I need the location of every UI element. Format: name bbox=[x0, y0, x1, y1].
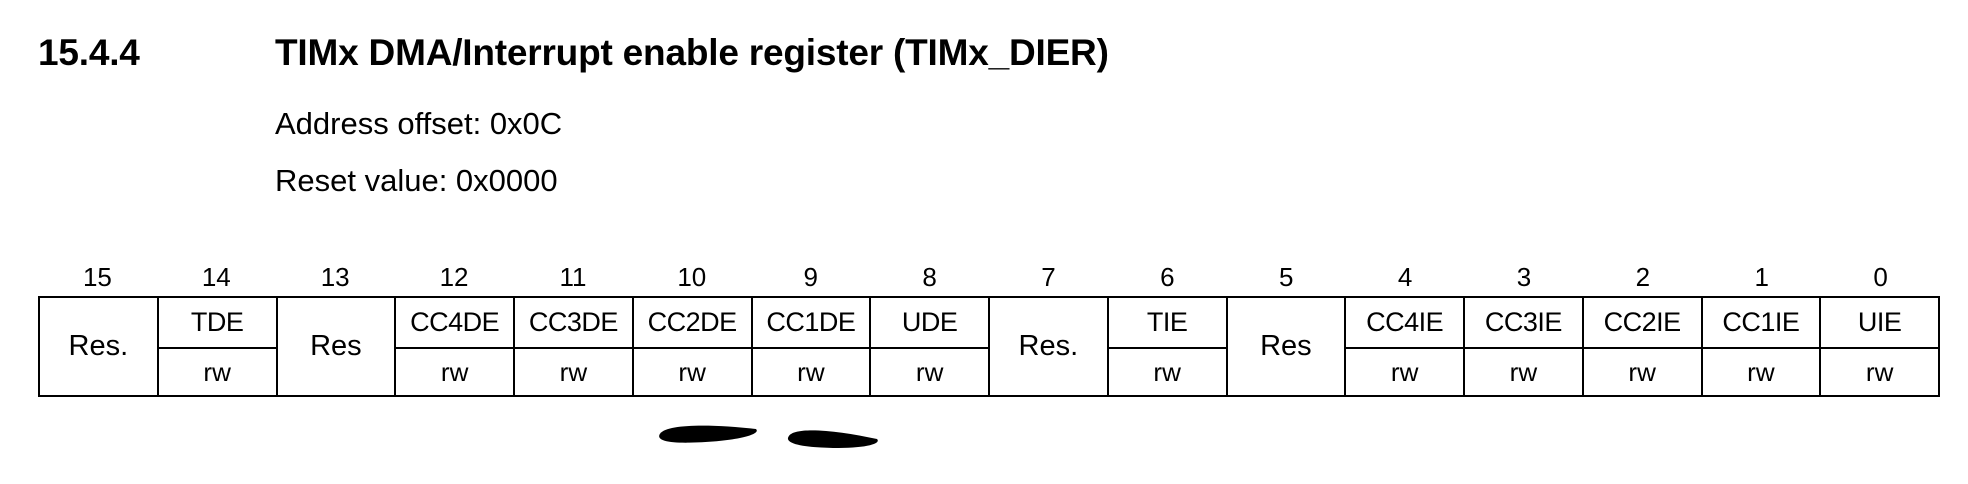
bitfield-cell-ude: UDE rw bbox=[871, 298, 990, 395]
register-bitfield-table: Res. TDE rw Res CC4DE rw CC3DE rw CC2DE rw CC1DE rw… bbox=[38, 296, 1940, 397]
bitfield-name: CC1IE bbox=[1702, 298, 1820, 349]
bitfield-name: CC3IE bbox=[1465, 298, 1582, 349]
bitfield-name: Res. bbox=[68, 330, 129, 362]
bitfield-access: rw bbox=[1153, 356, 1181, 387]
reset-value-label: Reset value: 0x0000 bbox=[275, 163, 558, 198]
underline-cc2de-marker-icon bbox=[659, 425, 757, 443]
bitfield-name: Res bbox=[1260, 330, 1312, 362]
bit-number-10: 10 bbox=[677, 262, 707, 292]
bitfield-cell-tie: TIE rw bbox=[1108, 298, 1228, 395]
bit-number-13: 13 bbox=[320, 262, 350, 292]
bitfield-name: TDE bbox=[158, 298, 276, 349]
bitfield-cell-reserved-bit15: Res. bbox=[40, 298, 159, 395]
bitfield-cell-reserved-bit13: Res bbox=[278, 298, 397, 395]
bitfield-name: CC1DE bbox=[752, 298, 870, 349]
bitfield-cell-cc4de: CC4DE rw bbox=[396, 298, 515, 395]
bitfield-access: rw bbox=[797, 356, 825, 387]
bitfield-access: rw bbox=[203, 356, 231, 387]
bitfield-cell-cc2de: CC2DE rw bbox=[633, 298, 753, 395]
bitfield-cell-reserved-bit5: Res bbox=[1228, 298, 1347, 395]
bitfield-name: UDE bbox=[871, 298, 988, 349]
underline-cc1de-marker-icon bbox=[787, 430, 878, 448]
bitfield-cell-tde: TDE rw bbox=[158, 298, 278, 395]
page-title: TIMx DMA/Interrupt enable register (TIMx… bbox=[275, 32, 1109, 73]
bitfield-access: rw bbox=[1390, 356, 1419, 387]
bit-number-2: 2 bbox=[1635, 262, 1651, 292]
bit-number-14: 14 bbox=[201, 262, 231, 292]
bitfield-name: Res bbox=[310, 330, 362, 362]
bitfield-name: CC2IE bbox=[1583, 298, 1701, 349]
bit-number-3: 3 bbox=[1516, 262, 1532, 292]
bitfield-access: rw bbox=[1865, 356, 1894, 387]
address-offset-label: Address offset: 0x0C bbox=[275, 106, 563, 141]
bitfield-name: UIE bbox=[1821, 298, 1938, 349]
bit-number-15: 15 bbox=[82, 262, 112, 292]
section-number: 15.4.4 bbox=[38, 32, 140, 73]
bitfield-cell-cc1ie: CC1IE rw bbox=[1702, 298, 1822, 395]
bitfield-access: rw bbox=[559, 356, 588, 387]
bitfield-name: CC3DE bbox=[515, 298, 632, 349]
section-heading: 15.4.4 TIMx DMA/Interrupt enable registe… bbox=[38, 32, 1928, 74]
bitfield-cell-uie: UIE rw bbox=[1821, 298, 1938, 395]
bitfield-access: rw bbox=[915, 356, 944, 387]
bitfield-access: rw bbox=[1747, 356, 1775, 387]
bitfield-access: rw bbox=[678, 356, 706, 387]
bit-number-12: 12 bbox=[439, 262, 469, 292]
bit-number-8: 8 bbox=[922, 262, 937, 292]
bitfield-cell-cc1de: CC1DE rw bbox=[752, 298, 872, 395]
bitfield-name: CC2DE bbox=[633, 298, 751, 349]
bitfield-name: TIE bbox=[1108, 298, 1226, 349]
bitfield-cell-reserved-bit7: Res. bbox=[990, 298, 1109, 395]
bitfield-name: CC4IE bbox=[1346, 298, 1463, 349]
bit-number-4: 4 bbox=[1397, 262, 1413, 292]
bitfield-cell-cc3de: CC3DE rw bbox=[515, 298, 634, 395]
bitfield-cell-cc3ie: CC3IE rw bbox=[1465, 298, 1584, 395]
bitfield-access: rw bbox=[1628, 356, 1656, 387]
bitfield-cell-cc2ie: CC2IE rw bbox=[1583, 298, 1703, 395]
bit-number-7: 7 bbox=[1041, 262, 1056, 292]
bitfield-access: rw bbox=[440, 356, 469, 387]
bitfield-name: Res. bbox=[1018, 330, 1079, 362]
bit-number-0: 0 bbox=[1873, 262, 1888, 292]
bitfield-access: rw bbox=[1509, 356, 1538, 387]
bitfield-cell-cc4ie: CC4IE rw bbox=[1346, 298, 1465, 395]
bit-number-1: 1 bbox=[1754, 262, 1769, 292]
bit-number-11: 11 bbox=[559, 262, 587, 292]
bitfield-name: CC4DE bbox=[396, 298, 513, 349]
bit-number-9: 9 bbox=[803, 262, 818, 292]
bit-number-5: 5 bbox=[1278, 262, 1294, 292]
bit-number-6: 6 bbox=[1160, 262, 1175, 292]
